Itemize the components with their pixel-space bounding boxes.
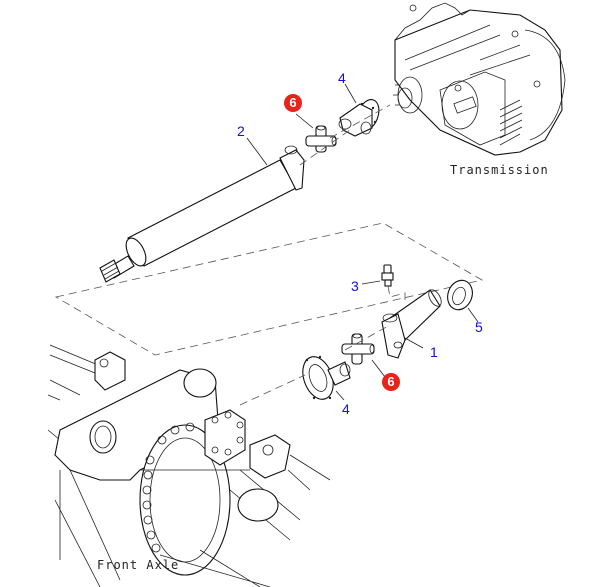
callout-2[interactable]: 2 (237, 123, 245, 139)
callout-6-lower-badge[interactable]: 6 (382, 373, 400, 391)
front-axle-illustration (47, 344, 331, 587)
callout-1[interactable]: 1 (430, 344, 438, 360)
front-axle-label: Front Axle (97, 558, 180, 572)
upper-universal-joint-spider (305, 125, 337, 153)
callout-4-lower[interactable]: 4 (342, 401, 350, 417)
callout-5[interactable]: 5 (475, 319, 483, 335)
yoke-nut (447, 279, 473, 311)
assembly-outline-dashed (54, 222, 484, 356)
transmission-illustration (393, 2, 566, 156)
slip-yoke (381, 289, 442, 359)
callout-4-upper[interactable]: 4 (338, 70, 346, 86)
upper-flange-yoke (338, 99, 380, 137)
transmission-label: Transmission (450, 163, 549, 177)
leader-lines (246, 83, 479, 401)
callout-6-upper-badge[interactable]: 6 (284, 94, 302, 112)
grease-fitting (381, 264, 406, 300)
lower-flange-yoke (302, 355, 351, 400)
alignment-centerline-lower (239, 324, 391, 406)
callout-3[interactable]: 3 (351, 278, 359, 294)
drive-shaft-illustration (99, 104, 391, 283)
